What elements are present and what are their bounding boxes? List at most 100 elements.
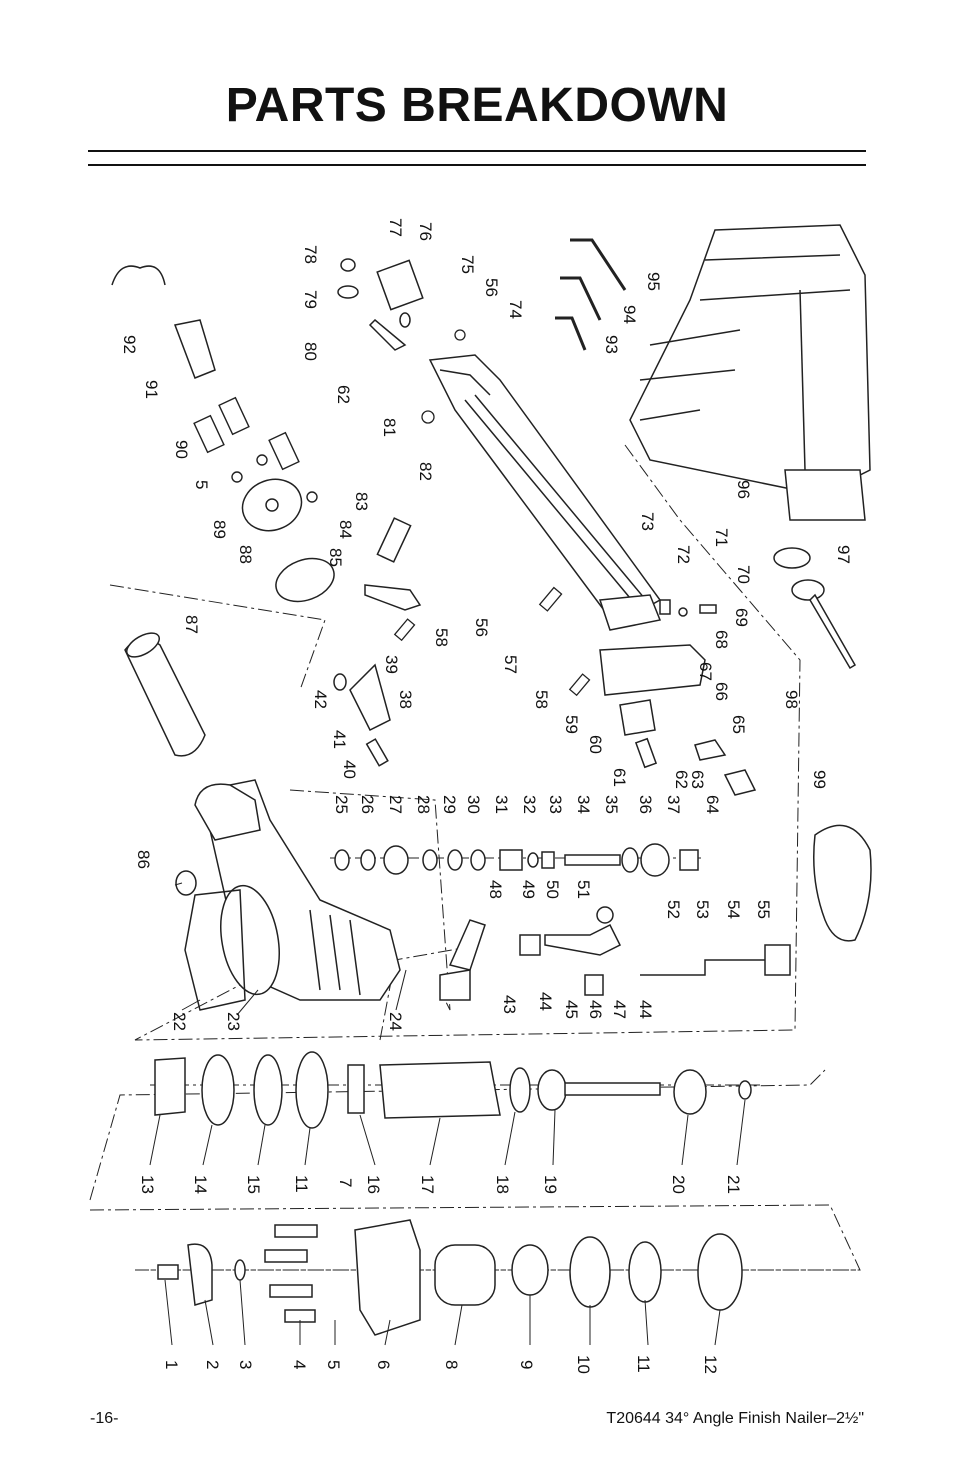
callout-57: 57 bbox=[501, 655, 520, 674]
callout-95: 95 bbox=[644, 272, 663, 291]
callout-78: 78 bbox=[301, 245, 320, 264]
callout-89: 89 bbox=[210, 520, 229, 539]
callout-14: 14 bbox=[191, 1175, 210, 1194]
page-number: -16- bbox=[90, 1410, 119, 1427]
callout-39: 39 bbox=[382, 655, 401, 674]
callout-88: 88 bbox=[236, 545, 255, 564]
callout-36: 36 bbox=[636, 795, 655, 814]
callout-73: 73 bbox=[638, 512, 657, 531]
product-line: T20644 34° Angle Finish Nailer–2½" bbox=[606, 1410, 864, 1427]
callout-50: 50 bbox=[543, 880, 562, 899]
callout-28: 28 bbox=[414, 795, 433, 814]
callout-26: 26 bbox=[358, 795, 377, 814]
callout-5: 5 bbox=[324, 1360, 343, 1369]
callout-58b: 58 bbox=[432, 628, 451, 647]
callout-16: 16 bbox=[364, 1175, 383, 1194]
head-cap-group-icon bbox=[157, 1219, 743, 1336]
callout-31: 31 bbox=[492, 795, 511, 814]
callout-93: 93 bbox=[602, 335, 621, 354]
callout-63: 63 bbox=[688, 770, 707, 789]
callout-92: 92 bbox=[120, 335, 139, 354]
callout-18: 18 bbox=[493, 1175, 512, 1194]
end-cap-icon bbox=[241, 478, 335, 603]
gasket-icon bbox=[184, 889, 246, 1011]
callout-17: 17 bbox=[418, 1175, 437, 1194]
callout-24: 24 bbox=[386, 1012, 405, 1031]
magazine-icon bbox=[428, 354, 662, 631]
callout-11-upper: 11 bbox=[292, 1175, 311, 1193]
callout-84: 84 bbox=[336, 520, 355, 539]
callout-74: 74 bbox=[506, 300, 525, 319]
small-screws-icon bbox=[393, 329, 591, 697]
callout-15: 15 bbox=[244, 1175, 263, 1194]
callout-56: 56 bbox=[472, 618, 491, 637]
callout-98: 98 bbox=[782, 690, 801, 709]
callout-97: 97 bbox=[834, 545, 853, 564]
callout-5b: 5 bbox=[192, 480, 211, 489]
callout-44: 44 bbox=[536, 992, 555, 1011]
handle-tube-icon bbox=[124, 632, 206, 757]
item-86-icon bbox=[175, 870, 197, 896]
accessories-icon bbox=[773, 469, 872, 942]
callout-58: 58 bbox=[532, 690, 551, 709]
callout-10: 10 bbox=[574, 1355, 593, 1374]
callout-9: 9 bbox=[517, 1360, 536, 1369]
callout-21: 21 bbox=[724, 1175, 743, 1194]
callout-32: 32 bbox=[520, 795, 539, 814]
callout-2: 2 bbox=[203, 1360, 222, 1369]
callout-91: 91 bbox=[142, 380, 161, 399]
lower-trigger-icon bbox=[439, 906, 791, 1001]
callout-38: 38 bbox=[396, 690, 415, 709]
callout-43: 43 bbox=[500, 995, 519, 1014]
callout-56b: 56 bbox=[482, 278, 501, 297]
callout-4: 4 bbox=[290, 1360, 309, 1369]
callout-33: 33 bbox=[546, 795, 565, 814]
trigger-cap-assembly-icon bbox=[337, 258, 424, 351]
callout-60: 60 bbox=[586, 735, 605, 754]
callout-75: 75 bbox=[458, 255, 477, 274]
callout-90: 90 bbox=[172, 440, 191, 459]
callout-34: 34 bbox=[574, 795, 593, 814]
nosepiece-icon bbox=[599, 599, 757, 796]
callout-83: 83 bbox=[352, 492, 371, 511]
callout-79: 79 bbox=[301, 290, 320, 309]
callout-27: 27 bbox=[386, 795, 405, 814]
callout-67: 67 bbox=[696, 662, 715, 681]
callout-40: 40 bbox=[340, 760, 359, 779]
callout-52: 52 bbox=[664, 900, 683, 919]
air-fitting-icon bbox=[111, 265, 216, 379]
page-title: PARTS BREAKDOWN bbox=[225, 79, 729, 132]
valve-stack-icon bbox=[334, 843, 699, 877]
callout-86: 86 bbox=[134, 850, 153, 869]
callout-29: 29 bbox=[440, 795, 459, 814]
callout-99: 99 bbox=[810, 770, 829, 789]
callout-20: 20 bbox=[669, 1175, 688, 1194]
callout-82: 82 bbox=[416, 462, 435, 481]
callout-41: 41 bbox=[330, 730, 349, 749]
callout-47: 47 bbox=[610, 1000, 629, 1019]
callout-70: 70 bbox=[734, 565, 753, 584]
callout-96: 96 bbox=[734, 480, 753, 499]
callout-35: 35 bbox=[602, 795, 621, 814]
callout-11-lower: 11 bbox=[634, 1355, 653, 1373]
callout-45: 45 bbox=[562, 1000, 581, 1019]
callout-42: 42 bbox=[311, 690, 330, 709]
callout-25: 25 bbox=[332, 795, 351, 814]
callout-59: 59 bbox=[562, 715, 581, 734]
callout-85: 85 bbox=[326, 548, 345, 567]
callout-68: 68 bbox=[712, 630, 731, 649]
callout-62b: 62 bbox=[334, 385, 353, 404]
callout-6: 6 bbox=[374, 1360, 393, 1369]
callout-77: 77 bbox=[386, 218, 405, 237]
callout-87: 87 bbox=[182, 615, 201, 634]
callout-48: 48 bbox=[486, 880, 505, 899]
nailer-body-icon bbox=[194, 779, 401, 1001]
callout-71: 71 bbox=[712, 528, 731, 547]
case-icon bbox=[629, 224, 871, 496]
callout-54: 54 bbox=[724, 900, 743, 919]
callout-76: 76 bbox=[416, 222, 435, 241]
callout-55: 55 bbox=[754, 900, 773, 919]
callout-22: 22 bbox=[170, 1012, 189, 1031]
callout-23: 23 bbox=[224, 1012, 243, 1031]
